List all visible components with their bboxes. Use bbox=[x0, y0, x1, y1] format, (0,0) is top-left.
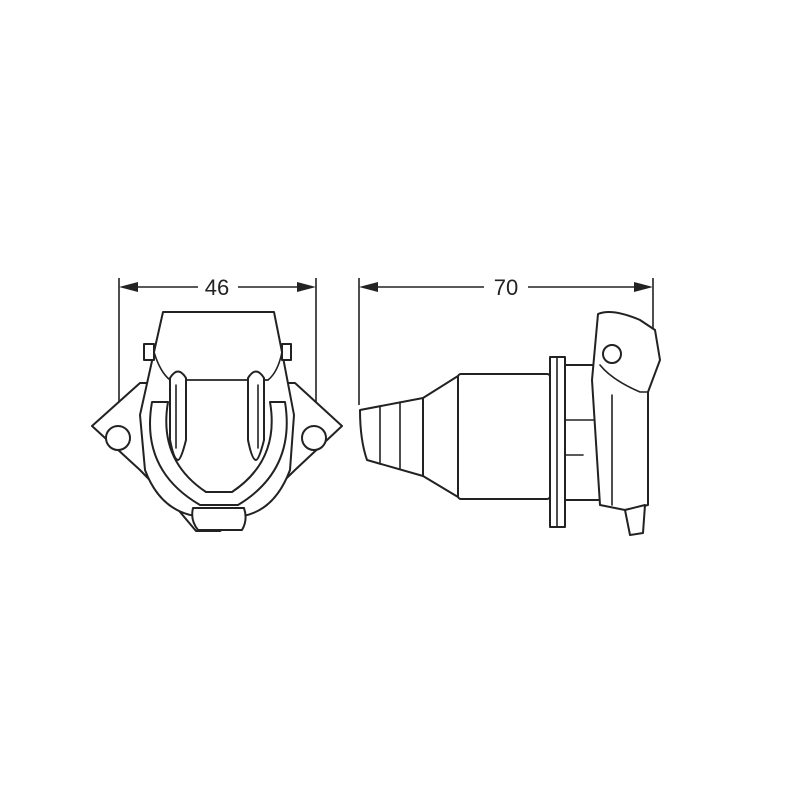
cover-latch bbox=[624, 504, 646, 536]
hinge-pin-icon bbox=[602, 344, 622, 364]
width-dimension-label: 46 bbox=[205, 275, 229, 300]
cone-section bbox=[422, 375, 459, 498]
cable-nose bbox=[359, 397, 424, 477]
width-dimension: 46 bbox=[118, 275, 317, 410]
front-view: 46 bbox=[91, 275, 343, 532]
mounting-hole-left bbox=[105, 425, 131, 451]
hinge-peg-right bbox=[281, 343, 292, 361]
barrel-body bbox=[457, 373, 551, 500]
length-dimension-label: 70 bbox=[494, 275, 518, 300]
contact-pin-right bbox=[247, 370, 265, 461]
length-dimension: 70 bbox=[358, 275, 654, 405]
latch-tab bbox=[191, 507, 247, 531]
hinged-cover bbox=[591, 311, 661, 511]
hinge-peg-left bbox=[143, 343, 155, 361]
side-view: 70 bbox=[358, 275, 661, 536]
socket-opening bbox=[149, 401, 288, 506]
contact-pin-left bbox=[169, 370, 187, 461]
mounting-hole-right bbox=[301, 425, 327, 451]
